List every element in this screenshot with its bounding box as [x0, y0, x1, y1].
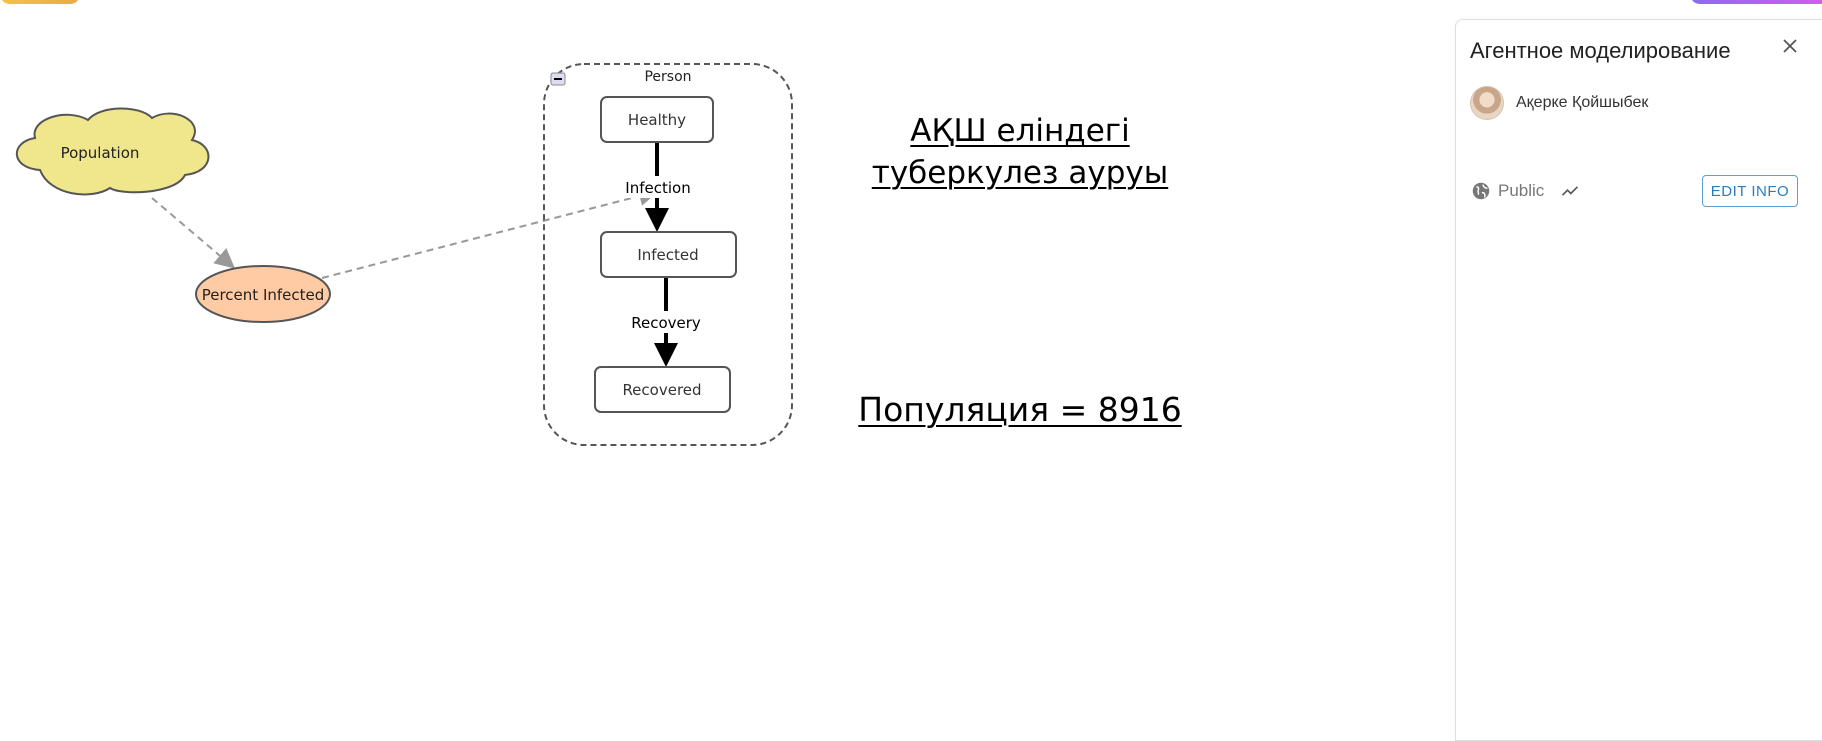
person-container-border [543, 63, 793, 446]
recovery-label: Recovery [631, 314, 701, 332]
author-row[interactable]: Ақерке Қойшыбек [1470, 86, 1648, 120]
population-variable[interactable]: Population [15, 107, 210, 196]
globe-icon [1472, 182, 1490, 200]
infection-transition[interactable]: Infection [620, 143, 696, 232]
close-button[interactable] [1776, 32, 1804, 60]
infection-label: Infection [625, 179, 690, 197]
person-agent-container[interactable]: Person [543, 63, 793, 446]
state-healthy-box [600, 96, 714, 143]
state-healthy[interactable]: Healthy [600, 96, 714, 143]
link-population-percent[interactable] [151, 197, 236, 269]
decorative-blob-right [1690, 0, 1822, 4]
trend-chart-icon[interactable] [1560, 181, 1580, 201]
author-name[interactable]: Ақерке Қойшыбек [1516, 94, 1649, 111]
population-note[interactable]: Популяция = 8916 [858, 390, 1182, 429]
state-recovered[interactable]: Recovered [594, 366, 731, 413]
model-canvas[interactable]: Population Percent Infected Person Infec… [0, 0, 1455, 722]
state-infected-label: Infected [637, 246, 698, 264]
infection-label-bg [620, 176, 696, 198]
visibility-row: Public [1470, 180, 1580, 202]
close-icon [1783, 39, 1797, 53]
percent-infected-label: Percent Infected [202, 286, 325, 304]
population-label: Population [61, 144, 140, 162]
panel-title: Агентное моделирование [1470, 38, 1731, 63]
recovery-label-bg [630, 311, 704, 333]
collapse-toggle-icon[interactable] [550, 72, 566, 86]
population-cloud-shape [15, 107, 210, 196]
state-recovered-box [594, 366, 731, 413]
avatar[interactable] [1470, 86, 1504, 120]
state-healthy-label: Healthy [628, 111, 686, 129]
visibility-label: Public [1498, 181, 1545, 200]
edit-info-button[interactable]: EDIT INFO [1702, 175, 1798, 207]
state-infected[interactable]: Infected [600, 231, 737, 278]
info-panel: Агентное моделирование Ақерке Қойшыбек P… [1455, 19, 1822, 741]
diagram-svg: Population Percent Infected Person Infec… [15, 63, 793, 446]
link-percent-infection[interactable] [321, 186, 659, 279]
recovery-transition[interactable]: Recovery [630, 278, 704, 367]
percent-infected-variable[interactable]: Percent Infected [195, 265, 331, 323]
state-recovered-label: Recovered [622, 381, 701, 399]
title-note[interactable]: АҚШ еліндегі туберкулез ауруы [871, 113, 1169, 191]
person-container-label: Person [644, 69, 691, 85]
percent-infected-shape [195, 265, 331, 323]
decorative-blob-left [0, 0, 80, 4]
state-infected-box [600, 231, 737, 278]
